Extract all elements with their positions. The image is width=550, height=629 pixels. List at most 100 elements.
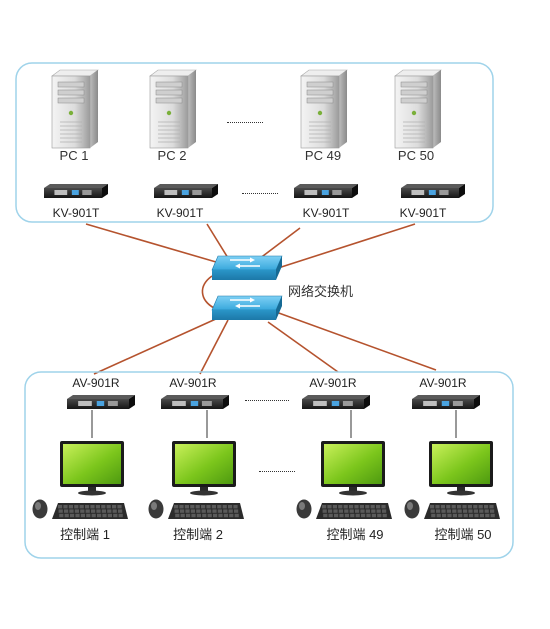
keyboard-key (79, 505, 84, 509)
monitor-screen (432, 444, 490, 484)
box-port (332, 190, 342, 195)
monitor-3 (321, 441, 385, 496)
mouse-body (32, 499, 48, 519)
keyboard-key (359, 505, 364, 509)
keyboard-key (113, 513, 118, 518)
tx-2-label: KV-901T (156, 206, 204, 220)
keyboard-key (96, 509, 101, 513)
keyboard-key (95, 505, 100, 509)
keyboard-key (58, 509, 63, 513)
keyboard-key (118, 509, 123, 513)
drive-bay (400, 81, 428, 88)
keyboard-key (334, 513, 339, 518)
pc-tower-3 (300, 69, 348, 149)
keyboard-key (69, 509, 74, 513)
keyboard-key (207, 509, 212, 513)
drive-bay (155, 81, 183, 88)
keyboard-key (484, 509, 489, 513)
keyboard-key (213, 513, 218, 518)
rx-1-label: AV-901R (72, 376, 120, 390)
pc-50-label: PC 50 (397, 148, 435, 163)
keyboard-key (112, 509, 117, 513)
switch-upper (211, 255, 283, 280)
keyboard-key (457, 509, 462, 513)
keyboard-key (338, 505, 343, 509)
power-led (166, 110, 172, 116)
keyboard-1 (52, 503, 128, 519)
keyboard-key (468, 509, 473, 513)
keyboard-key (102, 513, 107, 518)
keyboard-key (442, 513, 447, 518)
drive-bay (57, 81, 85, 88)
keyboard-key (361, 513, 366, 518)
box-top (44, 184, 108, 188)
box-side (364, 395, 370, 409)
keyboard-key (333, 509, 338, 513)
keyboard-key (446, 509, 451, 513)
tx-50-label: KV-901T (399, 206, 447, 220)
box-top (294, 184, 358, 188)
keyboard-key (196, 509, 201, 513)
tower-side (188, 70, 196, 148)
downlink-3 (267, 321, 339, 373)
keyboard-key (63, 505, 68, 509)
mouse-body (404, 499, 420, 519)
rx-box-3 (302, 395, 370, 409)
keyboard-key (382, 513, 387, 518)
pc-tower-1 (51, 69, 99, 149)
tower-top (51, 69, 99, 77)
keyboard-3 (316, 503, 392, 519)
keyboard-key (70, 513, 75, 518)
box-port (192, 190, 202, 195)
rx-49-label: AV-901R (309, 376, 357, 390)
keyboard-key (202, 513, 207, 518)
keyboard-key (446, 505, 451, 509)
power-led (317, 110, 323, 116)
tx-box-4 (401, 184, 465, 198)
keyboard-key (349, 505, 354, 509)
console-50-label: 控制端 50 (434, 527, 492, 542)
box-port (54, 190, 68, 195)
keyboard-key (64, 509, 69, 513)
keyboard-key (86, 513, 91, 518)
pc-49-label: PC 49 (304, 148, 342, 163)
keyboard-key (233, 505, 238, 509)
console-49-label: 控制端 49 (326, 527, 384, 542)
switch-arrow-head (235, 303, 240, 309)
uplink-1 (85, 223, 217, 263)
keyboard-key (355, 513, 360, 518)
keyboard-key (223, 513, 228, 518)
mouse-highlight (35, 502, 41, 510)
keyboard-key (201, 505, 206, 509)
keyboard-key (97, 513, 102, 518)
rx-box-2 (161, 395, 229, 409)
keyboard-key (174, 509, 179, 513)
rx-2-label: AV-901R (169, 376, 217, 390)
keyboard-key (228, 505, 233, 509)
keyboard-key (350, 513, 355, 518)
keyboard-key (185, 509, 190, 513)
pc-1-label: PC 1 (59, 148, 89, 163)
keyboard-key (328, 509, 333, 513)
monitor-4 (429, 441, 493, 496)
drive-bay (306, 89, 334, 96)
keyboard-key (360, 509, 365, 513)
keyboard-key (371, 509, 376, 513)
keyboard-key (376, 509, 381, 513)
keyboard-key (322, 509, 327, 513)
box-port (304, 190, 318, 195)
keyboard-key (458, 513, 463, 518)
mouse-highlight (151, 502, 157, 510)
keyboard-key (186, 513, 191, 518)
keyboard-key (80, 509, 85, 513)
keyboard-key (218, 513, 223, 518)
keyboard-key (91, 509, 96, 513)
box-top (412, 395, 480, 399)
monitor-neck (457, 487, 465, 491)
keyboard-key (180, 513, 185, 518)
keyboard-key (473, 505, 478, 509)
tower-side (90, 70, 98, 148)
box-top (154, 184, 218, 188)
keyboard-key (106, 505, 111, 509)
keyboard-key (463, 513, 468, 518)
